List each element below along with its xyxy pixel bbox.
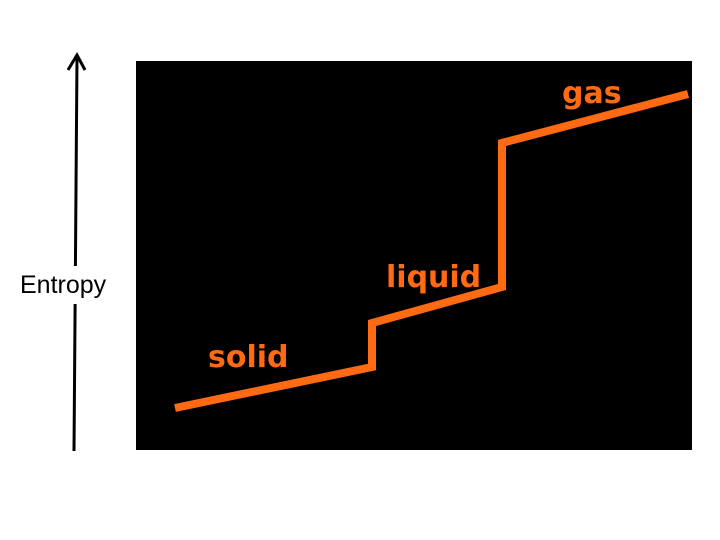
entropy-step-curve bbox=[174, 90, 690, 412]
phase-label-gas: gas bbox=[562, 76, 622, 111]
entropy-axis-arrowhead bbox=[66, 51, 87, 71]
axis-label-entropy: Entropy bbox=[18, 266, 109, 304]
phase-label-solid: solid bbox=[208, 340, 289, 375]
entropy-axis-line bbox=[72, 57, 79, 452]
phase-label-liquid: liquid bbox=[386, 260, 481, 295]
plot-panel bbox=[136, 61, 692, 450]
